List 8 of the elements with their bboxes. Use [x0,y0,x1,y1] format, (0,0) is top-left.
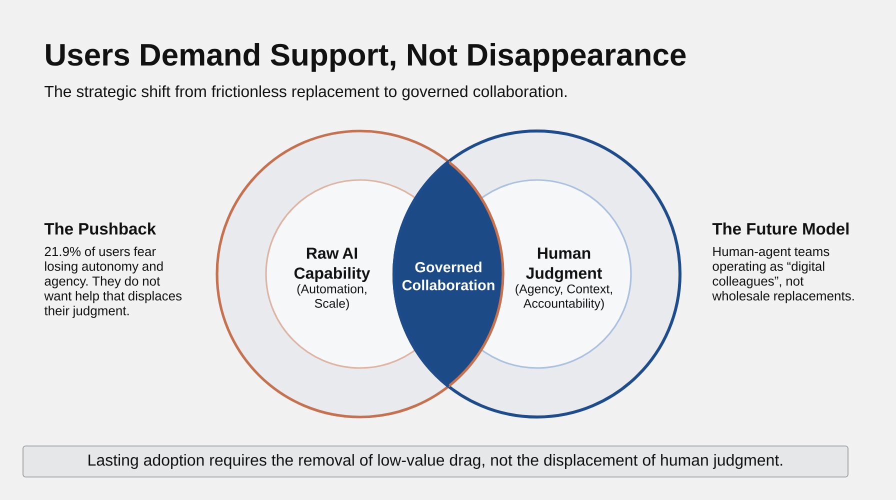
body-text: Human-agent teams operating as “digital colleagues”, not wholesale replacements. [712,247,854,304]
section-heading: The Future Model [712,222,849,235]
section-heading: The Pushback [44,222,156,235]
overlap-lens: Governed Collaboration [392,160,504,388]
body-text: 21.9% of users fear losing autonomy and agency. They do not want help that displaces their judgment. [44,246,182,318]
summary-banner: Lasting adoption requires the removal of low-value drag, not the displacement of human judgment. [22,446,848,478]
subtitle: The strategic shift from frictionless replacement to governed collaboration. [44,85,566,100]
title: Users Demand Support, Not Disappearance [46,43,686,72]
